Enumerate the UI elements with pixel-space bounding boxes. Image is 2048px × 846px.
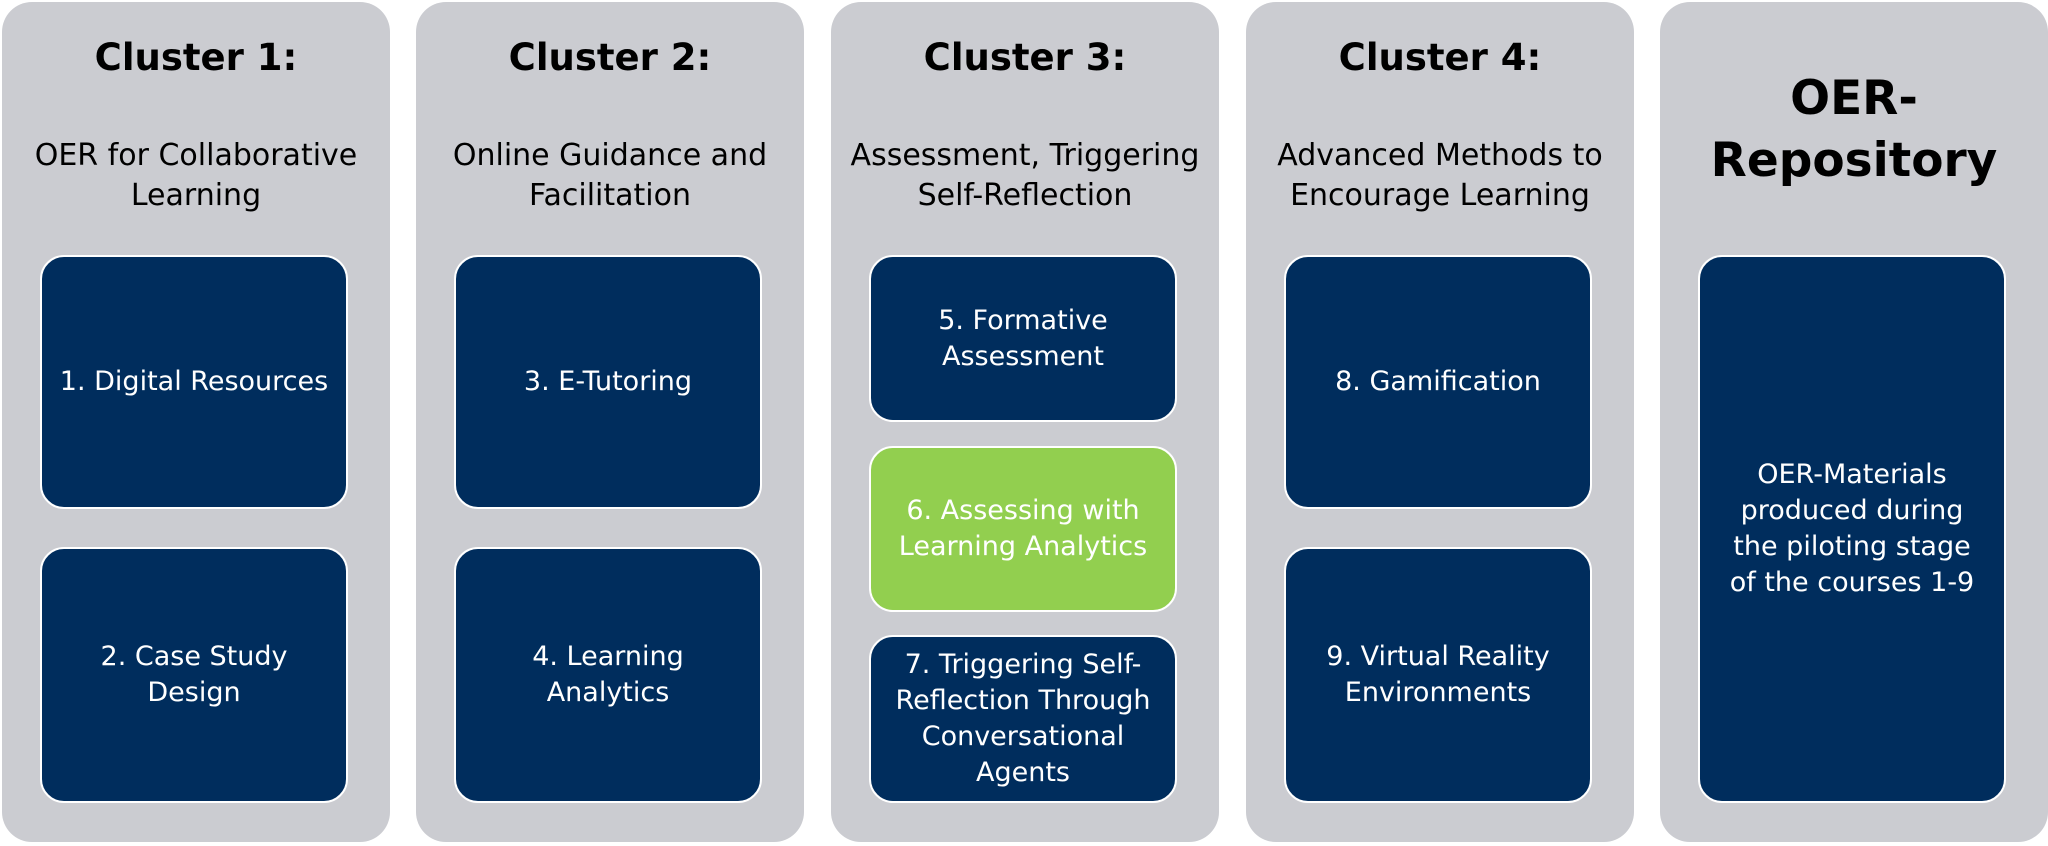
cluster-4-column: Cluster 4: Advanced Methods to Encourage…: [1246, 2, 1634, 842]
course-virtual-reality-environments: 9. Virtual Reality Environments: [1284, 547, 1592, 803]
repository-column: OER-Repository OER-Materials produced du…: [1660, 2, 2048, 842]
cluster-2-subtitle: Online Guidance and Facilitation: [452, 138, 768, 213]
repository-materials-box: OER-Materials produced during the piloti…: [1698, 255, 2006, 803]
course-gamification: 8. Gamification: [1284, 255, 1592, 509]
cluster-4-subtitle: Advanced Methods to Encourage Learning: [1277, 138, 1603, 213]
cluster-3-title: Cluster 3:: [923, 36, 1127, 79]
cluster-3-column: Cluster 3: Assessment, Triggering Self-R…: [831, 2, 1219, 842]
course-formative-assessment: 5. Formative Assessment: [869, 255, 1177, 422]
cluster-2-title: Cluster 2:: [508, 36, 712, 79]
cluster-1-column: Cluster 1: OER for Collaborative Learnin…: [2, 2, 390, 842]
repository-title: OER-Repository: [1710, 71, 1998, 188]
cluster-1-subtitle: OER for Collaborative Learning: [34, 138, 358, 213]
course-triggering-self-reflection: 7. Triggering Self-Reflection Through Co…: [869, 635, 1177, 803]
course-learning-analytics: 4. Learning Analytics: [454, 547, 762, 803]
course-digital-resources: 1. Digital Resources: [40, 255, 348, 509]
course-assessing-with-learning-analytics: 6. Assessing with Learning Analytics: [869, 446, 1177, 612]
cluster-1-title: Cluster 1:: [94, 36, 298, 79]
cluster-2-column: Cluster 2: Online Guidance and Facilitat…: [416, 2, 804, 842]
course-e-tutoring: 3. E-Tutoring: [454, 255, 762, 509]
cluster-4-title: Cluster 4:: [1338, 36, 1542, 79]
cluster-3-subtitle: Assessment, Triggering Self-Reflection: [850, 138, 1200, 213]
course-case-study-design: 2. Case Study Design: [40, 547, 348, 803]
